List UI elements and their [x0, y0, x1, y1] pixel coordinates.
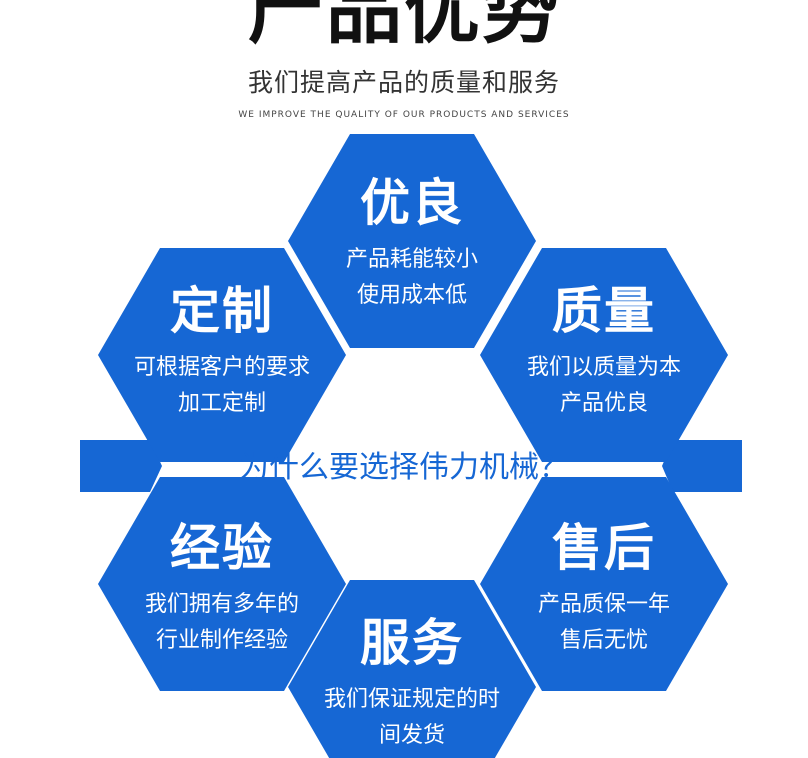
hexagon-line: 售后无忧 — [559, 628, 648, 653]
hexagon-line: 产品优良 — [559, 391, 648, 416]
hexagon-line: 可根据客户的要求 — [133, 355, 310, 380]
hexagon-jingyan-text: 经验 我们拥有多年的 行业制作经验 — [107, 523, 337, 659]
hexagon-title: 服务 — [360, 614, 464, 672]
hexagon-line: 行业制作经验 — [155, 628, 288, 653]
hexagon-line: 产品耗能较小 — [345, 247, 478, 272]
hexagon-line: 加工定制 — [177, 391, 266, 416]
hexagon-title: 定制 — [170, 282, 274, 340]
hexagon-line: 我们拥有多年的 — [144, 592, 299, 617]
hexagon-line: 使用成本低 — [356, 283, 467, 308]
page-subtitle-english: WE IMPROVE THE QUALITY OF OUR PRODUCTS A… — [238, 110, 570, 120]
hexagon-shouhou-text: 售后 产品质保一年 售后无忧 — [489, 523, 719, 659]
hexagon-zhiliang — [480, 248, 728, 462]
hexagon-fuwu-text: 服务 我们保证规定的时 间发货 — [297, 618, 527, 754]
hexagon-title: 售后 — [552, 519, 656, 577]
banner-question: 为什么要选择伟力机械？ — [239, 450, 569, 485]
hexagon-line: 我们以质量为本 — [526, 355, 681, 380]
hexagon-title: 经验 — [170, 519, 274, 577]
hexagon-jingyan — [98, 477, 346, 691]
hexagon-title: 优良 — [360, 174, 464, 232]
hexagon-line: 我们保证规定的时 — [323, 687, 500, 712]
hexagon-dingzhi-text: 定制 可根据客户的要求 加工定制 — [107, 286, 337, 422]
hexagon-fuwu — [288, 580, 536, 758]
banner-left-bar — [80, 440, 162, 492]
hexagon-youliang — [288, 134, 536, 348]
hexagon-dingzhi — [98, 248, 346, 462]
hexagon-title: 质量 — [552, 282, 656, 340]
page-title: 产品优势 — [248, 0, 560, 54]
hexagon-zhiliang-text: 质量 我们以质量为本 产品优良 — [489, 286, 719, 422]
hexagon-shouhou — [480, 477, 728, 691]
hexagon-youliang-text: 优良 产品耗能较小 使用成本低 — [297, 178, 527, 314]
banner-right-bar — [662, 440, 742, 492]
hexagon-line: 间发货 — [378, 723, 445, 748]
hexagon-line: 产品质保一年 — [537, 592, 670, 617]
page-subtitle: 我们提高产品的质量和服务 — [247, 68, 560, 97]
